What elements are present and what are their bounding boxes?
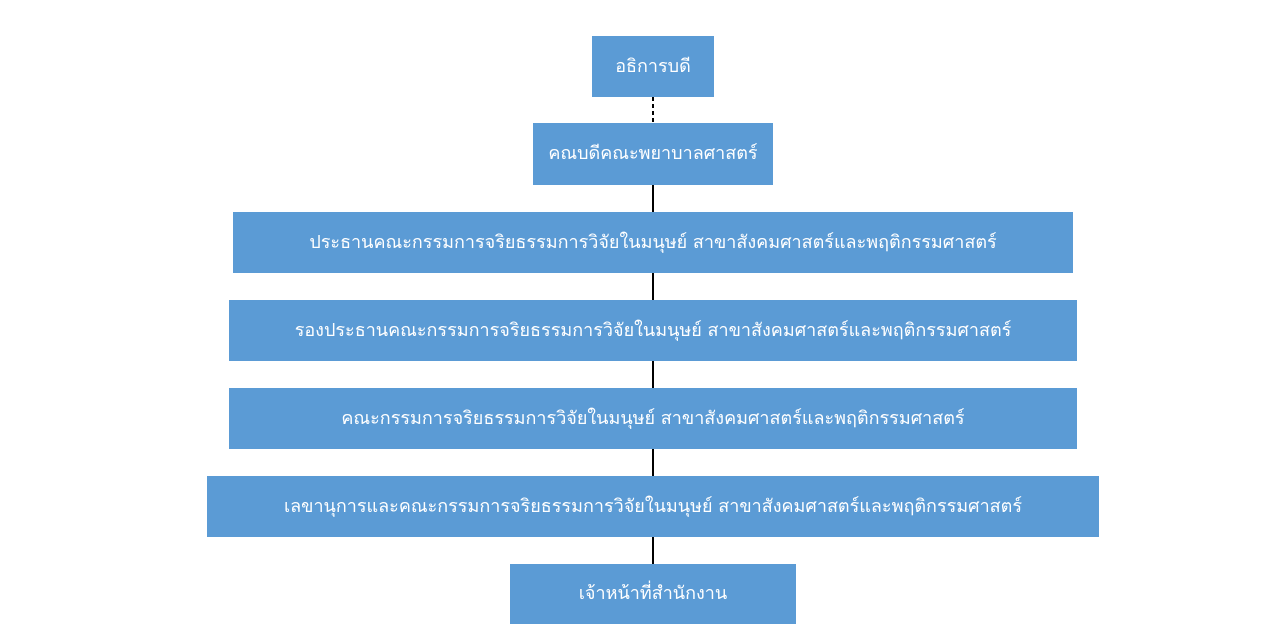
node-office-staff: เจ้าหน้าที่สำนักงาน bbox=[510, 564, 796, 624]
node-label: เลขานุการและคณะกรรมการจริยธรรมการวิจัยใน… bbox=[283, 495, 1023, 517]
node-label: รองประธานคณะกรรมการจริยธรรมการวิจัยในมนุ… bbox=[294, 319, 1012, 341]
connector bbox=[652, 361, 654, 388]
node-label: อธิการบดี bbox=[615, 55, 691, 77]
node-label: เจ้าหน้าที่สำนักงาน bbox=[578, 583, 728, 605]
node-committee-vice-chair: รองประธานคณะกรรมการจริยธรรมการวิจัยในมนุ… bbox=[229, 300, 1077, 361]
connector bbox=[652, 185, 654, 212]
connector bbox=[652, 537, 654, 564]
node-label: คณะกรรมการจริยธรรมการวิจัยในมนุษย์ สาขาส… bbox=[341, 407, 965, 429]
node-label: ประธานคณะกรรมการจริยธรรมการวิจัยในมนุษย์… bbox=[309, 231, 997, 253]
connector bbox=[652, 273, 654, 300]
node-president: อธิการบดี bbox=[592, 36, 714, 97]
node-label: คณบดีคณะพยาบาลศาสตร์ bbox=[548, 143, 758, 165]
node-committee-members: คณะกรรมการจริยธรรมการวิจัยในมนุษย์ สาขาส… bbox=[229, 388, 1077, 449]
node-dean: คณบดีคณะพยาบาลศาสตร์ bbox=[533, 123, 773, 185]
node-secretary: เลขานุการและคณะกรรมการจริยธรรมการวิจัยใน… bbox=[207, 476, 1099, 537]
connector bbox=[652, 449, 654, 476]
node-committee-chair: ประธานคณะกรรมการจริยธรรมการวิจัยในมนุษย์… bbox=[233, 212, 1073, 273]
connector-dashed bbox=[652, 97, 654, 123]
